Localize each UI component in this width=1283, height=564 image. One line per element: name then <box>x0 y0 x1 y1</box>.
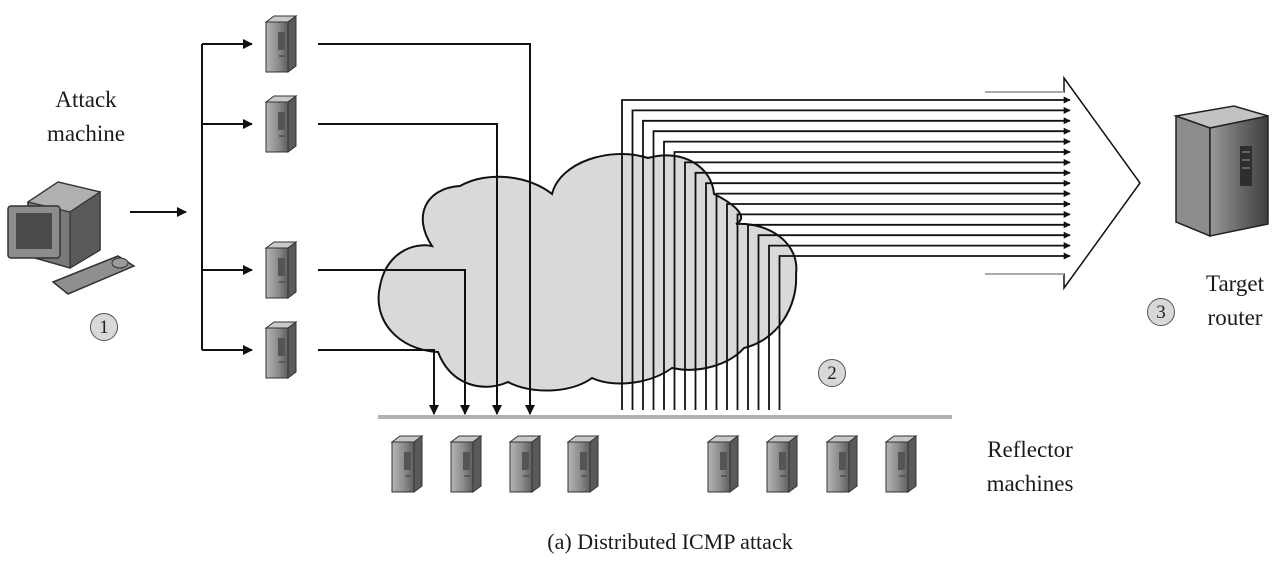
reflected-traffic-line <box>747 221 1071 410</box>
reflected-traffic-line <box>757 231 1071 410</box>
server-icons <box>264 15 918 493</box>
figure-caption: (a) Distributed ICMP attack <box>547 529 793 554</box>
reflected-traffic-line <box>694 169 1071 410</box>
reflector-server-icon <box>706 435 740 493</box>
reflector-server-icon <box>884 435 918 493</box>
handler-server-icon <box>264 15 298 73</box>
handler-server-icon <box>264 321 298 379</box>
reflected-traffic-lines <box>621 96 1071 410</box>
attack-machine-label: Attack machine <box>30 86 142 148</box>
attack-machine-line2: machine <box>47 121 125 146</box>
target-router-label: Target router <box>1190 270 1280 332</box>
attacker-distribution-lines <box>130 39 253 355</box>
target-router-line1: Target <box>1206 271 1264 296</box>
reflector-server-icon <box>765 435 799 493</box>
handler-to-reflector-lines <box>318 43 535 415</box>
target-router-line2: router <box>1207 305 1263 330</box>
marker-1: 1 <box>90 313 118 341</box>
target-router-icon <box>1173 105 1269 238</box>
reflected-traffic-line <box>726 200 1071 410</box>
reflector-server-icon <box>566 435 600 493</box>
reflected-traffic-line <box>621 96 1071 410</box>
reflector-server-icon <box>508 435 542 493</box>
reflected-traffic-line <box>778 252 1071 410</box>
reflector-machines-line2: machines <box>986 471 1074 496</box>
reflector-server-icon <box>390 435 424 493</box>
reflected-traffic-line <box>736 210 1071 410</box>
reflector-server-icon <box>449 435 483 493</box>
reflected-traffic-line <box>642 117 1071 410</box>
reflected-traffic-line <box>652 127 1071 410</box>
reflected-traffic-line <box>673 148 1071 410</box>
handler-server-icon <box>264 95 298 153</box>
reflected-traffic-line <box>663 138 1071 410</box>
reflected-traffic-line <box>715 190 1071 410</box>
marker-3: 3 <box>1147 298 1175 326</box>
reflected-traffic-line <box>705 179 1071 410</box>
reflected-traffic-line <box>768 242 1071 410</box>
reflector-machines-line1: Reflector <box>987 437 1073 462</box>
attack-machine-line1: Attack <box>55 87 117 112</box>
attack-computer-icon <box>7 181 136 295</box>
reflector-machines-label: Reflector machines <box>968 436 1092 498</box>
reflected-traffic-line <box>684 158 1071 410</box>
marker-2: 2 <box>818 359 846 387</box>
reflector-server-icon <box>825 435 859 493</box>
handler-server-icon <box>264 241 298 299</box>
network-cloud <box>377 153 798 392</box>
reflected-traffic-line <box>631 106 1071 410</box>
